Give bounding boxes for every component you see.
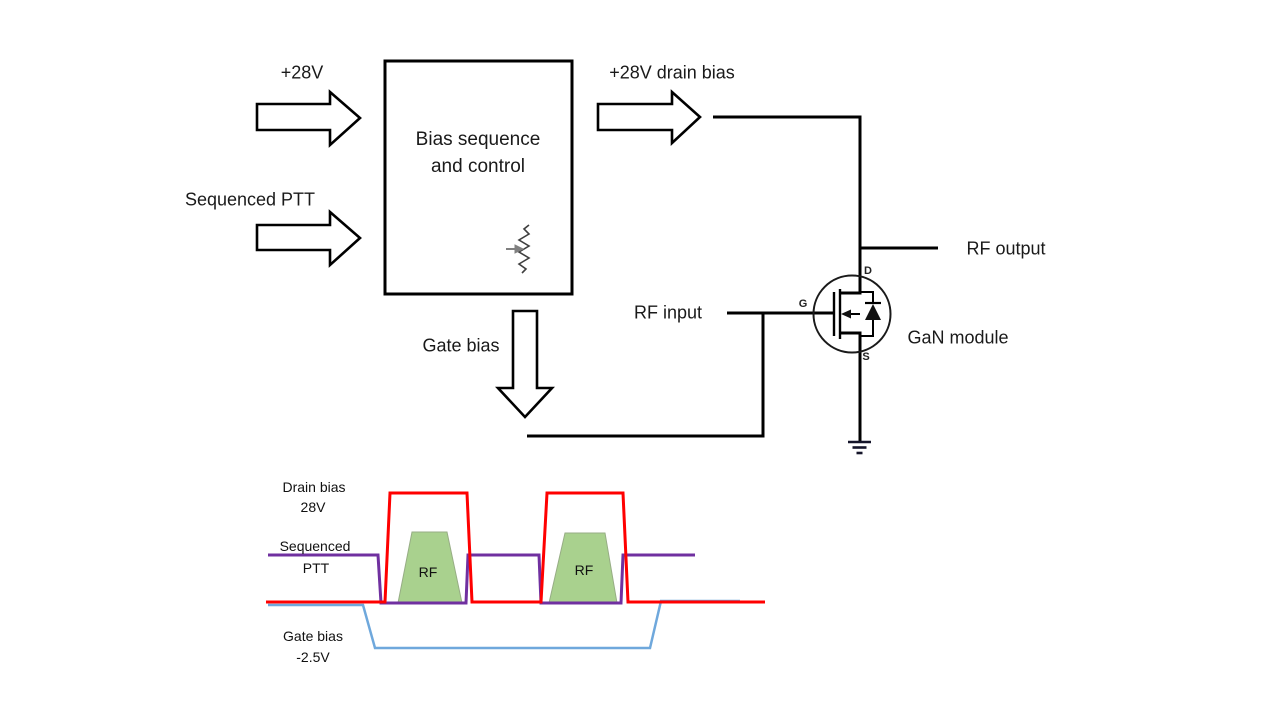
ground-icon <box>848 440 871 455</box>
mosfet-icon <box>812 274 892 354</box>
pin-label-source: S <box>862 351 870 363</box>
drain-bias-label: +28V drain bias <box>609 62 735 83</box>
ptt-waveform <box>268 553 695 605</box>
pin-label-gate: G <box>798 298 808 310</box>
control-box <box>383 59 574 296</box>
control-box-label: Bias sequence and control <box>416 126 541 180</box>
potentiometer-icon <box>506 224 531 274</box>
timing-gate-label-line1: Gate bias <box>283 628 343 644</box>
control-box-label-line2: and control <box>430 156 525 177</box>
module-label: GaN module <box>907 327 1009 348</box>
drain-bias-waveform <box>266 491 765 604</box>
drain-bias-arrow <box>596 89 702 146</box>
control-box-label-line1: Bias sequence <box>415 129 541 150</box>
ptt-arrow <box>255 209 362 268</box>
pin-label-drain: D <box>864 265 872 277</box>
rf-burst-1-label: RF <box>418 564 438 580</box>
timing-drain-label-line2: 28V <box>300 499 326 515</box>
timing-drain-label-line1: Drain bias <box>282 479 346 495</box>
ptt-label: Sequenced PTT <box>184 189 316 210</box>
drain-wire <box>713 115 862 295</box>
timing-ptt-label-line1: Sequenced <box>279 538 351 554</box>
timing-gate-label-line2: -2.5V <box>296 649 330 665</box>
supply-label: +28V <box>280 62 324 83</box>
source-wire <box>841 331 862 441</box>
rf-burst-2-label: RF <box>574 562 594 578</box>
rf-output-label: RF output <box>966 238 1046 259</box>
gate-bias-label: Gate bias <box>422 335 500 356</box>
timing-ptt-label-line2: PTT <box>302 560 330 576</box>
supply-arrow <box>255 89 362 148</box>
rf-input-label: RF input <box>633 302 703 323</box>
gate-wire <box>527 313 765 438</box>
gate-bias-arrow <box>495 309 555 419</box>
